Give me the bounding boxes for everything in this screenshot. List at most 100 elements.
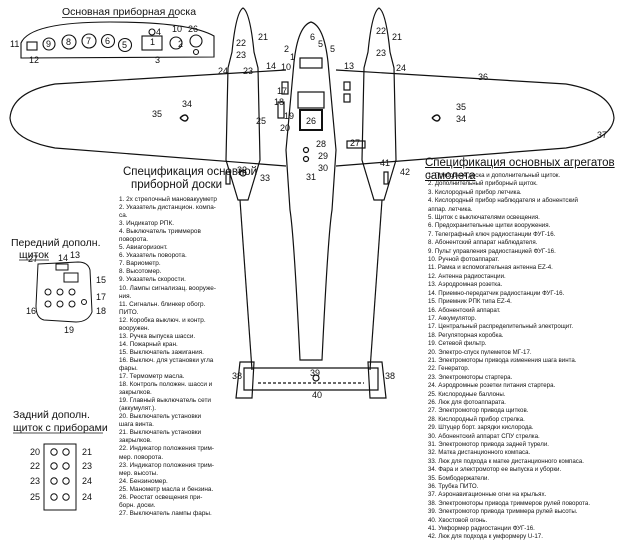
callout: 8 xyxy=(66,37,71,47)
right-spec-title: Спецификация основных агрегатов самолета xyxy=(425,157,615,182)
spec-item: 34. Фара и электромотор ее выпуска и убо… xyxy=(428,466,562,474)
spec-item: 1. 2х стрелочный мановакууметр xyxy=(119,196,217,203)
callout: 33 xyxy=(260,173,270,183)
spec-item: 9. Указатель скорости. xyxy=(119,276,186,284)
spec-item: 26. Реостат освещения при- xyxy=(119,493,203,501)
spec-item: 12. Коробка выключ. и контр. xyxy=(119,316,206,324)
front-panel-title-line2: щиток xyxy=(19,249,49,261)
spec-item: 22. Генератор. xyxy=(428,365,470,373)
spec-item: 23. Электромоторы стартера. xyxy=(428,373,513,381)
callout: 24 xyxy=(396,63,406,73)
callout: 25 xyxy=(256,116,266,126)
callout: 19 xyxy=(284,111,294,121)
spec-item: 2. Дополнительный приборный щиток. xyxy=(428,180,538,188)
callout: 26 xyxy=(188,24,198,34)
callout: 3 xyxy=(155,55,160,65)
spec-item: 32. Матка дистанционного компаса. xyxy=(428,449,531,457)
spec-item: 5. Щиток с выключателями освещения. xyxy=(428,214,540,222)
spec-item: 39. Электромотор привода триммера рулей … xyxy=(428,508,578,516)
spec-item: 3. Кислородный прибор летчика. xyxy=(428,188,522,196)
callout: 11 xyxy=(10,39,19,49)
spec-item: 8. Абонентский аппарат наблюдателя. xyxy=(428,239,538,247)
spec-item: 19. Сетевой фильтр. xyxy=(428,340,487,348)
callout: 23 xyxy=(243,66,253,76)
callout: 2 xyxy=(178,39,183,49)
spec-item: 11. Сигнальн. блинкер обогр. xyxy=(119,300,206,308)
spec-item: аппар. летчика. xyxy=(428,205,473,213)
spec-item: 5. Авиагоризонт. xyxy=(119,244,168,252)
spec-item: 8. Высотомер. xyxy=(119,268,162,276)
spec-item: 6. Предохранительные щитки вооружения. xyxy=(428,222,551,230)
spec-item: 15. Выключатель зажигания. xyxy=(119,348,204,356)
spec-item: 13. Ручка выпуска шасси. xyxy=(119,332,196,340)
spec-item: 22. Индикатор положения трим- xyxy=(119,445,215,453)
spec-item: 42. Люк для подхода к умформеру U-17. xyxy=(428,533,543,541)
left-spec-title: Спецификация основной приборной доски xyxy=(123,166,257,192)
front-auxiliary-panel xyxy=(35,261,93,323)
spec-item: 2. Указатель дистанцион. компа- xyxy=(119,204,216,212)
callout: 20 xyxy=(30,447,40,457)
spec-item: 16. Выключ. для установки угла xyxy=(119,356,214,364)
callout: 10 xyxy=(281,62,291,72)
spec-item: 7. Телеграфный ключ радиостанции ФУГ-16. xyxy=(428,230,556,238)
spec-item: са. xyxy=(119,212,128,220)
callout: 35 xyxy=(152,109,162,119)
left-engine-nacelle xyxy=(225,7,261,201)
callout: 1 xyxy=(150,37,155,47)
callout: 38 xyxy=(232,371,242,381)
spec-item: 31. Электромотор привода задней турели. xyxy=(428,441,549,448)
spec-item: 20. Электро-спуск пулеметов МГ-17. xyxy=(428,348,532,356)
callout: 23 xyxy=(82,461,92,471)
spec-item: ния. xyxy=(119,292,132,300)
spec-item: 10. Ручной фотоаппарат. xyxy=(428,256,500,264)
callout: 22 xyxy=(236,38,246,48)
callout: 26 xyxy=(306,116,316,126)
spec-item: 21. Электромоторы привода изменения шага… xyxy=(428,356,577,364)
callout: 25 xyxy=(30,492,40,502)
spec-item: 13. Аэродромная розетка. xyxy=(428,281,503,289)
callout: 20 xyxy=(280,123,290,133)
left-spec-title-line1: Спецификация основной xyxy=(123,166,258,178)
callout: 40 xyxy=(312,390,322,400)
spec-item: 7. Вариометр. xyxy=(119,260,161,268)
spec-item: 10. Лампы сигнализац. вооруже- xyxy=(119,284,216,292)
callout: 19 xyxy=(64,325,74,335)
callout: 13 xyxy=(344,61,354,71)
callout: 30 xyxy=(318,163,328,173)
aircraft-callouts: 22 23 21 24 23 6 2 1 5 5 10 14 13 22 21 … xyxy=(152,26,607,400)
spec-item: 17. Аккумулятор. xyxy=(428,314,477,322)
callout: 37 xyxy=(597,130,607,140)
callout: 18 xyxy=(274,97,284,107)
schematic-drawing: Основная приборная доска 11 12 9 8 7 6 5… xyxy=(9,6,615,511)
spec-item: 14. Пожарный кран. xyxy=(119,340,178,348)
rear-auxiliary-panel xyxy=(43,443,77,511)
callout: 23 xyxy=(376,48,386,58)
callout: 1 xyxy=(290,52,295,62)
callout: 22 xyxy=(376,26,386,36)
rear-panel-callouts: 20 22 23 25 21 23 24 24 xyxy=(30,447,92,502)
callout: 12 xyxy=(29,55,39,65)
callout: 2 xyxy=(284,44,289,54)
spec-item: поворота. xyxy=(119,236,149,244)
spec-item: 29. Штуцер борт. зарядки кислорода. xyxy=(428,424,534,432)
tailplane xyxy=(243,367,379,391)
spec-item: 27. Электромотор привода щитков. xyxy=(428,407,529,415)
callout: 24 xyxy=(82,492,92,502)
spec-item: борн. доски. xyxy=(119,501,156,509)
callout: 36 xyxy=(478,72,488,82)
spec-item: 36. Трубка ПИТО. xyxy=(428,483,479,491)
spec-item: фары. xyxy=(119,364,138,372)
spec-item: 40. Хвостовой огонь. xyxy=(428,516,488,524)
spec-item: 17. Термометр масла. xyxy=(119,373,185,381)
spec-item: 1. Приборная доска и дополнительный щито… xyxy=(428,172,561,179)
callout: 21 xyxy=(258,32,268,42)
right-fin xyxy=(367,361,387,399)
callout: 17 xyxy=(277,86,287,96)
spec-item: ПИТО. xyxy=(119,308,139,316)
spec-item: 16. Абонентский аппарат. xyxy=(428,306,501,314)
callout: 35 xyxy=(456,102,466,112)
left-wing xyxy=(9,69,287,167)
callout: 6 xyxy=(105,36,110,46)
spec-item: шага винта. xyxy=(119,421,154,429)
callout: 34 xyxy=(182,99,192,109)
